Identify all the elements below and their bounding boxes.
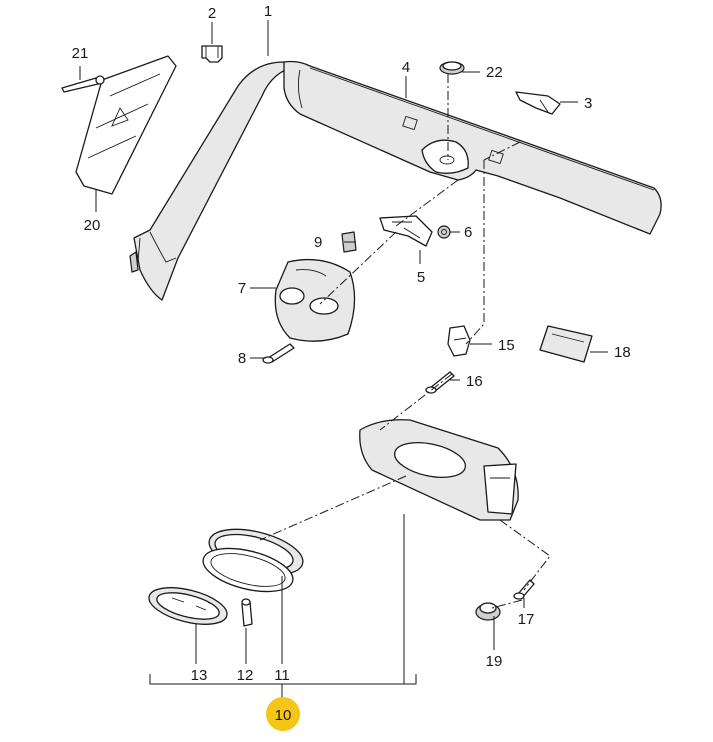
callout-8[interactable]: 8 [238,350,246,367]
callout-7[interactable]: 7 [238,280,246,297]
plug-part-19[interactable] [475,602,501,621]
callout-9[interactable]: 9 [314,234,322,251]
callout-20[interactable]: 20 [84,217,101,234]
callout-11[interactable]: 11 [274,667,290,684]
callout-21[interactable]: 21 [72,45,89,62]
screw-part-8[interactable] [262,343,295,364]
lamp-housing-part-7[interactable] [274,258,356,342]
callout-4[interactable]: 4 [402,59,410,76]
screw-part-21[interactable] [61,75,105,93]
callout-16[interactable]: 16 [466,373,483,390]
grommet-part-22[interactable] [439,61,465,75]
clip-part-2[interactable] [201,45,223,63]
callout-10-highlight [266,697,300,731]
callout-15[interactable]: 15 [498,337,515,354]
callout-6[interactable]: 6 [464,224,472,241]
clip-part-3[interactable] [515,91,561,115]
callout-17[interactable]: 17 [518,611,535,628]
bulb-part-12[interactable] [241,598,253,627]
callout-3[interactable]: 3 [584,95,592,112]
callout-18[interactable]: 18 [614,344,631,361]
bracket-part-5[interactable] [379,215,433,247]
roof-frame-trim[interactable] [283,60,662,235]
assembly-lines [259,74,551,609]
callout-labels: 1 2 3 4 5 6 7 8 9 10 11 12 13 15 16 17 1… [72,3,631,724]
callout-1[interactable]: 1 [264,3,272,20]
screw-part-17[interactable] [513,579,535,600]
leader-lines [79,20,608,698]
callout-10[interactable]: 10 [275,707,292,724]
overhead-console[interactable] [359,419,519,521]
callout-12[interactable]: 12 [237,667,254,684]
clip-part-15[interactable] [447,325,471,357]
lamp-frame-part-11[interactable] [199,521,308,600]
a-pillar-trim[interactable] [129,61,297,301]
callout-5[interactable]: 5 [417,269,425,286]
pad-part-18[interactable] [539,325,593,363]
nut-part-6[interactable] [437,225,451,239]
callout-13[interactable]: 13 [191,667,208,684]
callout-2[interactable]: 2 [208,5,216,22]
module-bracket-part-20[interactable] [75,55,177,195]
callout-19[interactable]: 19 [486,653,503,670]
lens-part-13[interactable] [145,581,230,631]
callout-22[interactable]: 22 [486,64,503,81]
